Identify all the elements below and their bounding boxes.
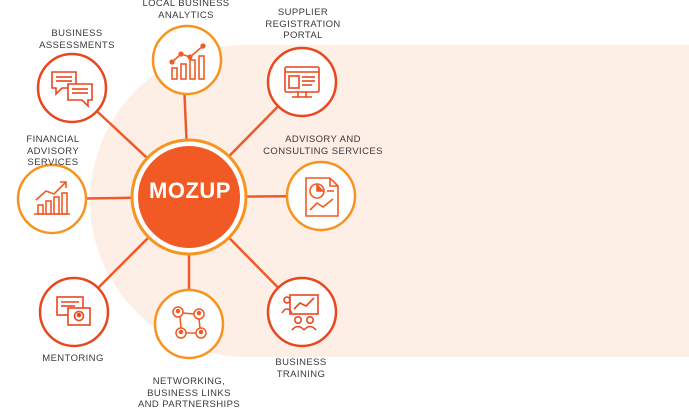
- label-networking: NETWORKING, BUSINESS LINKS AND PARTNERSH…: [137, 376, 241, 410]
- web-portal-monitor-icon: [284, 66, 320, 98]
- label-local-business-analytics: LOCAL BUSINESS ANALYTICS: [142, 0, 230, 21]
- report-pie-chart-icon: [305, 177, 339, 217]
- mentoring-document-icon: [56, 296, 91, 326]
- label-supplier-registration-portal: SUPPLIER REGISTRATION PORTAL: [265, 7, 341, 41]
- center-circle: [138, 146, 240, 248]
- network-people-icon: [172, 306, 207, 339]
- speech-bubbles-icon: [51, 71, 93, 108]
- growth-chart-arrow-icon: [34, 181, 70, 215]
- node-financial-advisory-services: [16, 163, 88, 235]
- label-mentoring: MENTORING: [42, 353, 104, 364]
- label-advisory-consulting-services: ADVISORY AND CONSULTING SERVICES: [263, 134, 383, 157]
- label-business-assessments: BUSINESS ASSESSMENTS: [39, 28, 115, 51]
- node-business-training: [266, 276, 338, 348]
- label-financial-advisory-services: FINANCIAL ADVISORY SERVICES: [26, 134, 80, 168]
- node-advisory-consulting-services: [285, 160, 357, 232]
- label-business-training: BUSINESS TRAINING: [275, 357, 327, 380]
- center-label: MOZUP: [149, 178, 231, 203]
- node-mentoring: [38, 276, 110, 348]
- node-supplier-registration-portal: [266, 46, 338, 118]
- node-business-assessments: [36, 52, 108, 124]
- presentation-training-icon: [281, 294, 319, 331]
- node-local-business-analytics: [151, 24, 223, 96]
- node-networking: [153, 288, 225, 360]
- bar-chart-growth-icon: [169, 43, 206, 80]
